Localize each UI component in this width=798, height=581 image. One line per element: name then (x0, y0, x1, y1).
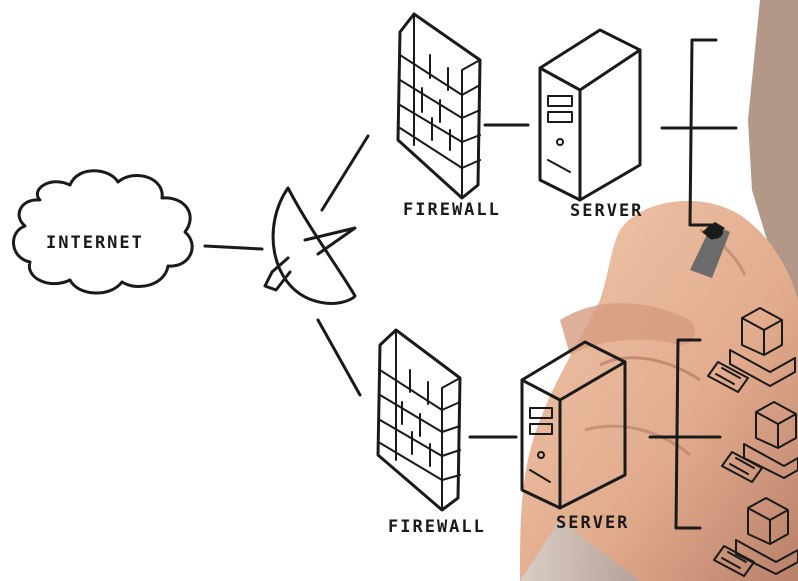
internet-node: INTERNET (12, 169, 194, 295)
firewall-top-label: FIREWALL (403, 200, 501, 220)
marker-icon (690, 222, 730, 278)
workstation-icon (707, 307, 796, 393)
workstation-icon (721, 401, 798, 483)
bracket-top (688, 38, 718, 227)
server-icon (538, 28, 642, 202)
server-bottom-node: SERVER (520, 340, 629, 533)
bracket-bottom (674, 338, 702, 530)
satellite-dish-icon (263, 186, 357, 305)
firewall-top-node: FIREWALL (396, 12, 501, 220)
firewall-bottom-label: FIREWALL (388, 517, 486, 537)
cloud-icon (12, 169, 194, 295)
server-bottom-label: SERVER (556, 513, 629, 533)
firewall-icon (376, 328, 462, 512)
server-top-label: SERVER (570, 201, 643, 221)
server-icon (520, 340, 627, 510)
internet-label: INTERNET (46, 233, 144, 253)
server-top-node: SERVER (538, 28, 643, 221)
firewall-icon (396, 12, 482, 200)
firewall-bottom-node: FIREWALL (376, 328, 486, 537)
hand-photo (520, 0, 798, 581)
connections (203, 123, 738, 439)
workstation-icon (713, 497, 798, 577)
